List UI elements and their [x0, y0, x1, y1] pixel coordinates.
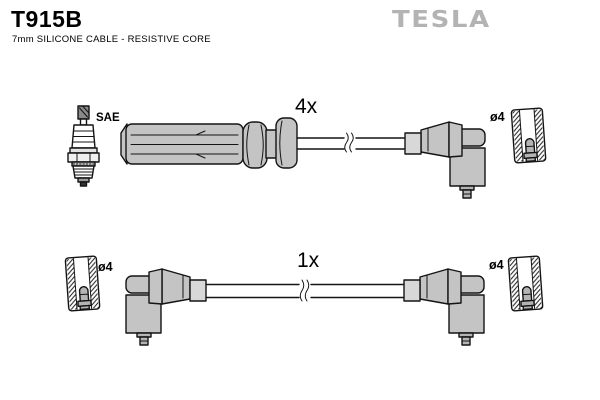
- terminal-cup-icon-row2-left: [64, 255, 101, 312]
- elbow-boot-icon-row1: [404, 121, 486, 199]
- sae-label: SAE: [96, 112, 120, 124]
- terminal-cup-icon-row1: [510, 107, 547, 164]
- cable-1x: [205, 279, 405, 302]
- quantity-4x-label: 4x: [295, 95, 318, 118]
- elbow-boot-icon-row2-left: [125, 268, 207, 346]
- cable-break-icon: [299, 279, 310, 302]
- part-number: T915B: [11, 6, 83, 32]
- quantity-1x-label: 1x: [297, 249, 320, 272]
- terminal-cup-icon-row2-right: [507, 255, 544, 312]
- subtitle: 7mm SILICONE CABLE - RESISTIVE CORE: [12, 34, 211, 45]
- spark-plug-icon: [67, 105, 100, 187]
- straight-boot-icon: [120, 117, 298, 169]
- diameter-label-row2-right: ø4: [489, 258, 504, 272]
- elbow-boot-icon-row2-right: [403, 268, 485, 346]
- diameter-label-row1: ø4: [490, 110, 505, 124]
- brand-logo: TESLA: [392, 6, 491, 33]
- cable-4x: [296, 132, 407, 153]
- cable-break-icon: [344, 132, 354, 153]
- diameter-label-row2-left: ø4: [98, 260, 113, 274]
